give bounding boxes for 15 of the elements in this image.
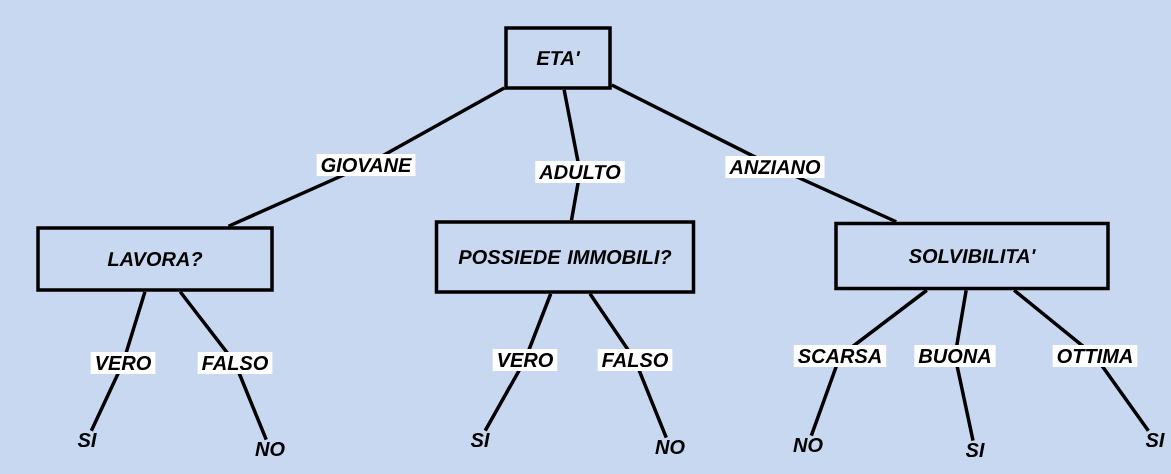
edge-label: ADULTO: [535, 160, 625, 184]
leaf-label: NO: [255, 441, 285, 457]
leaf-label: SI: [470, 432, 490, 448]
leaf-label: NO: [655, 439, 685, 455]
connector-line: [89, 291, 147, 432]
decision-box: ETA': [504, 26, 612, 90]
edge-label: BUONA: [914, 344, 996, 368]
leaf-label: SI: [1145, 432, 1165, 448]
decision-box: POSSIEDE IMMOBILI?: [434, 220, 696, 294]
edge-label: ANZIANO: [725, 155, 825, 179]
leaf-label: SI: [965, 442, 985, 458]
decision-box: LAVORA?: [36, 226, 274, 292]
decision-box: SOLVIBILITA': [834, 221, 1110, 291]
leaf-label: SI: [77, 432, 97, 448]
leaf-label: NO: [793, 437, 823, 453]
